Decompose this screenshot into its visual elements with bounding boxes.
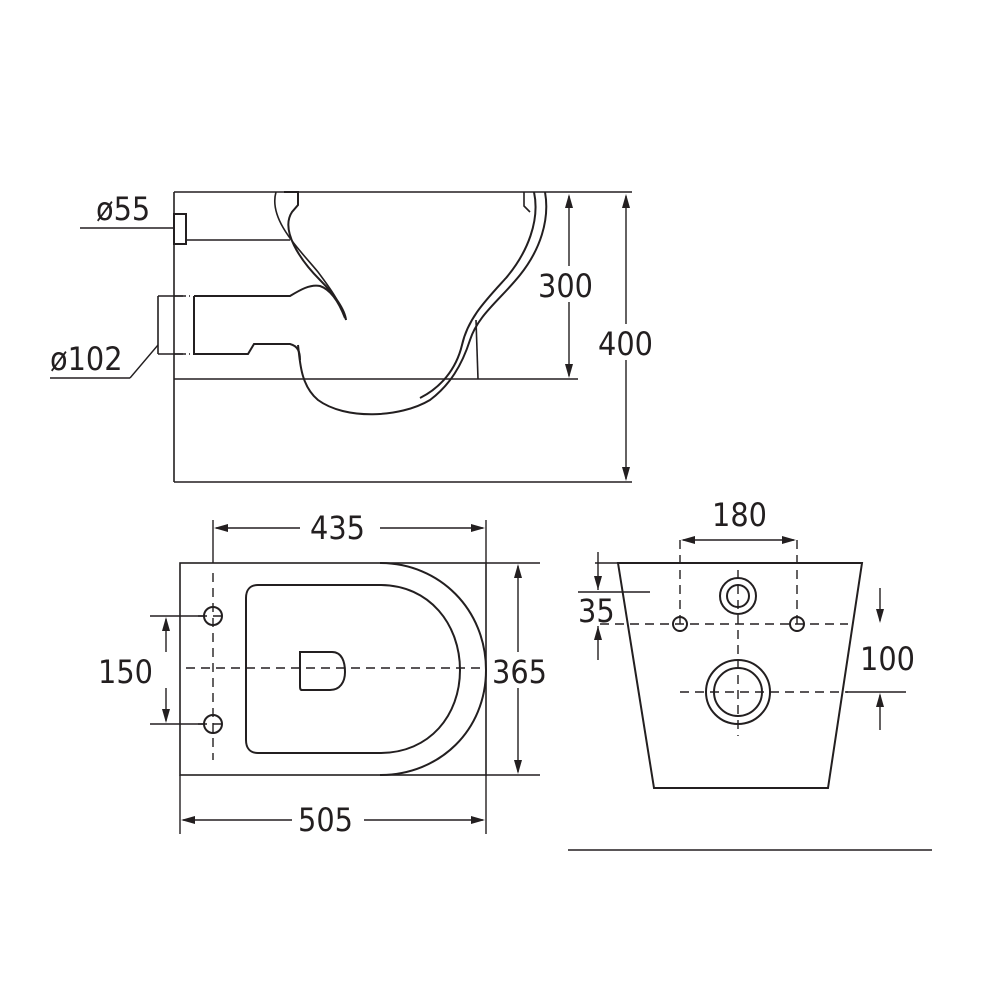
- rear-view: 180 35 100: [568, 496, 932, 851]
- label-rear-offset: 35: [578, 592, 615, 630]
- label-fixing-span: 435: [310, 509, 365, 547]
- bowl-outline: [297, 191, 548, 416]
- outlet-pipe: [193, 284, 346, 361]
- label-total-height: 400: [598, 325, 653, 363]
- drain-outlet: [299, 651, 347, 691]
- label-outlet-height: 300: [538, 267, 593, 305]
- label-pipe-small: ø55: [96, 190, 150, 228]
- rear-body-outline: [616, 562, 864, 789]
- label-rear-hole-spacing: 180: [712, 496, 767, 534]
- label-pipe-large: ø102: [50, 340, 123, 378]
- label-bolt-spacing: 150: [98, 653, 153, 691]
- bowl-top-outline: [379, 562, 488, 776]
- label-rear-vertical: 100: [860, 640, 915, 678]
- label-length: 505: [298, 801, 353, 839]
- side-view: ø55 ø102 300 400: [50, 190, 658, 483]
- label-width: 365: [492, 653, 547, 691]
- inlet-pipe: [173, 213, 187, 245]
- top-view: 435 150 365 505: [96, 508, 554, 839]
